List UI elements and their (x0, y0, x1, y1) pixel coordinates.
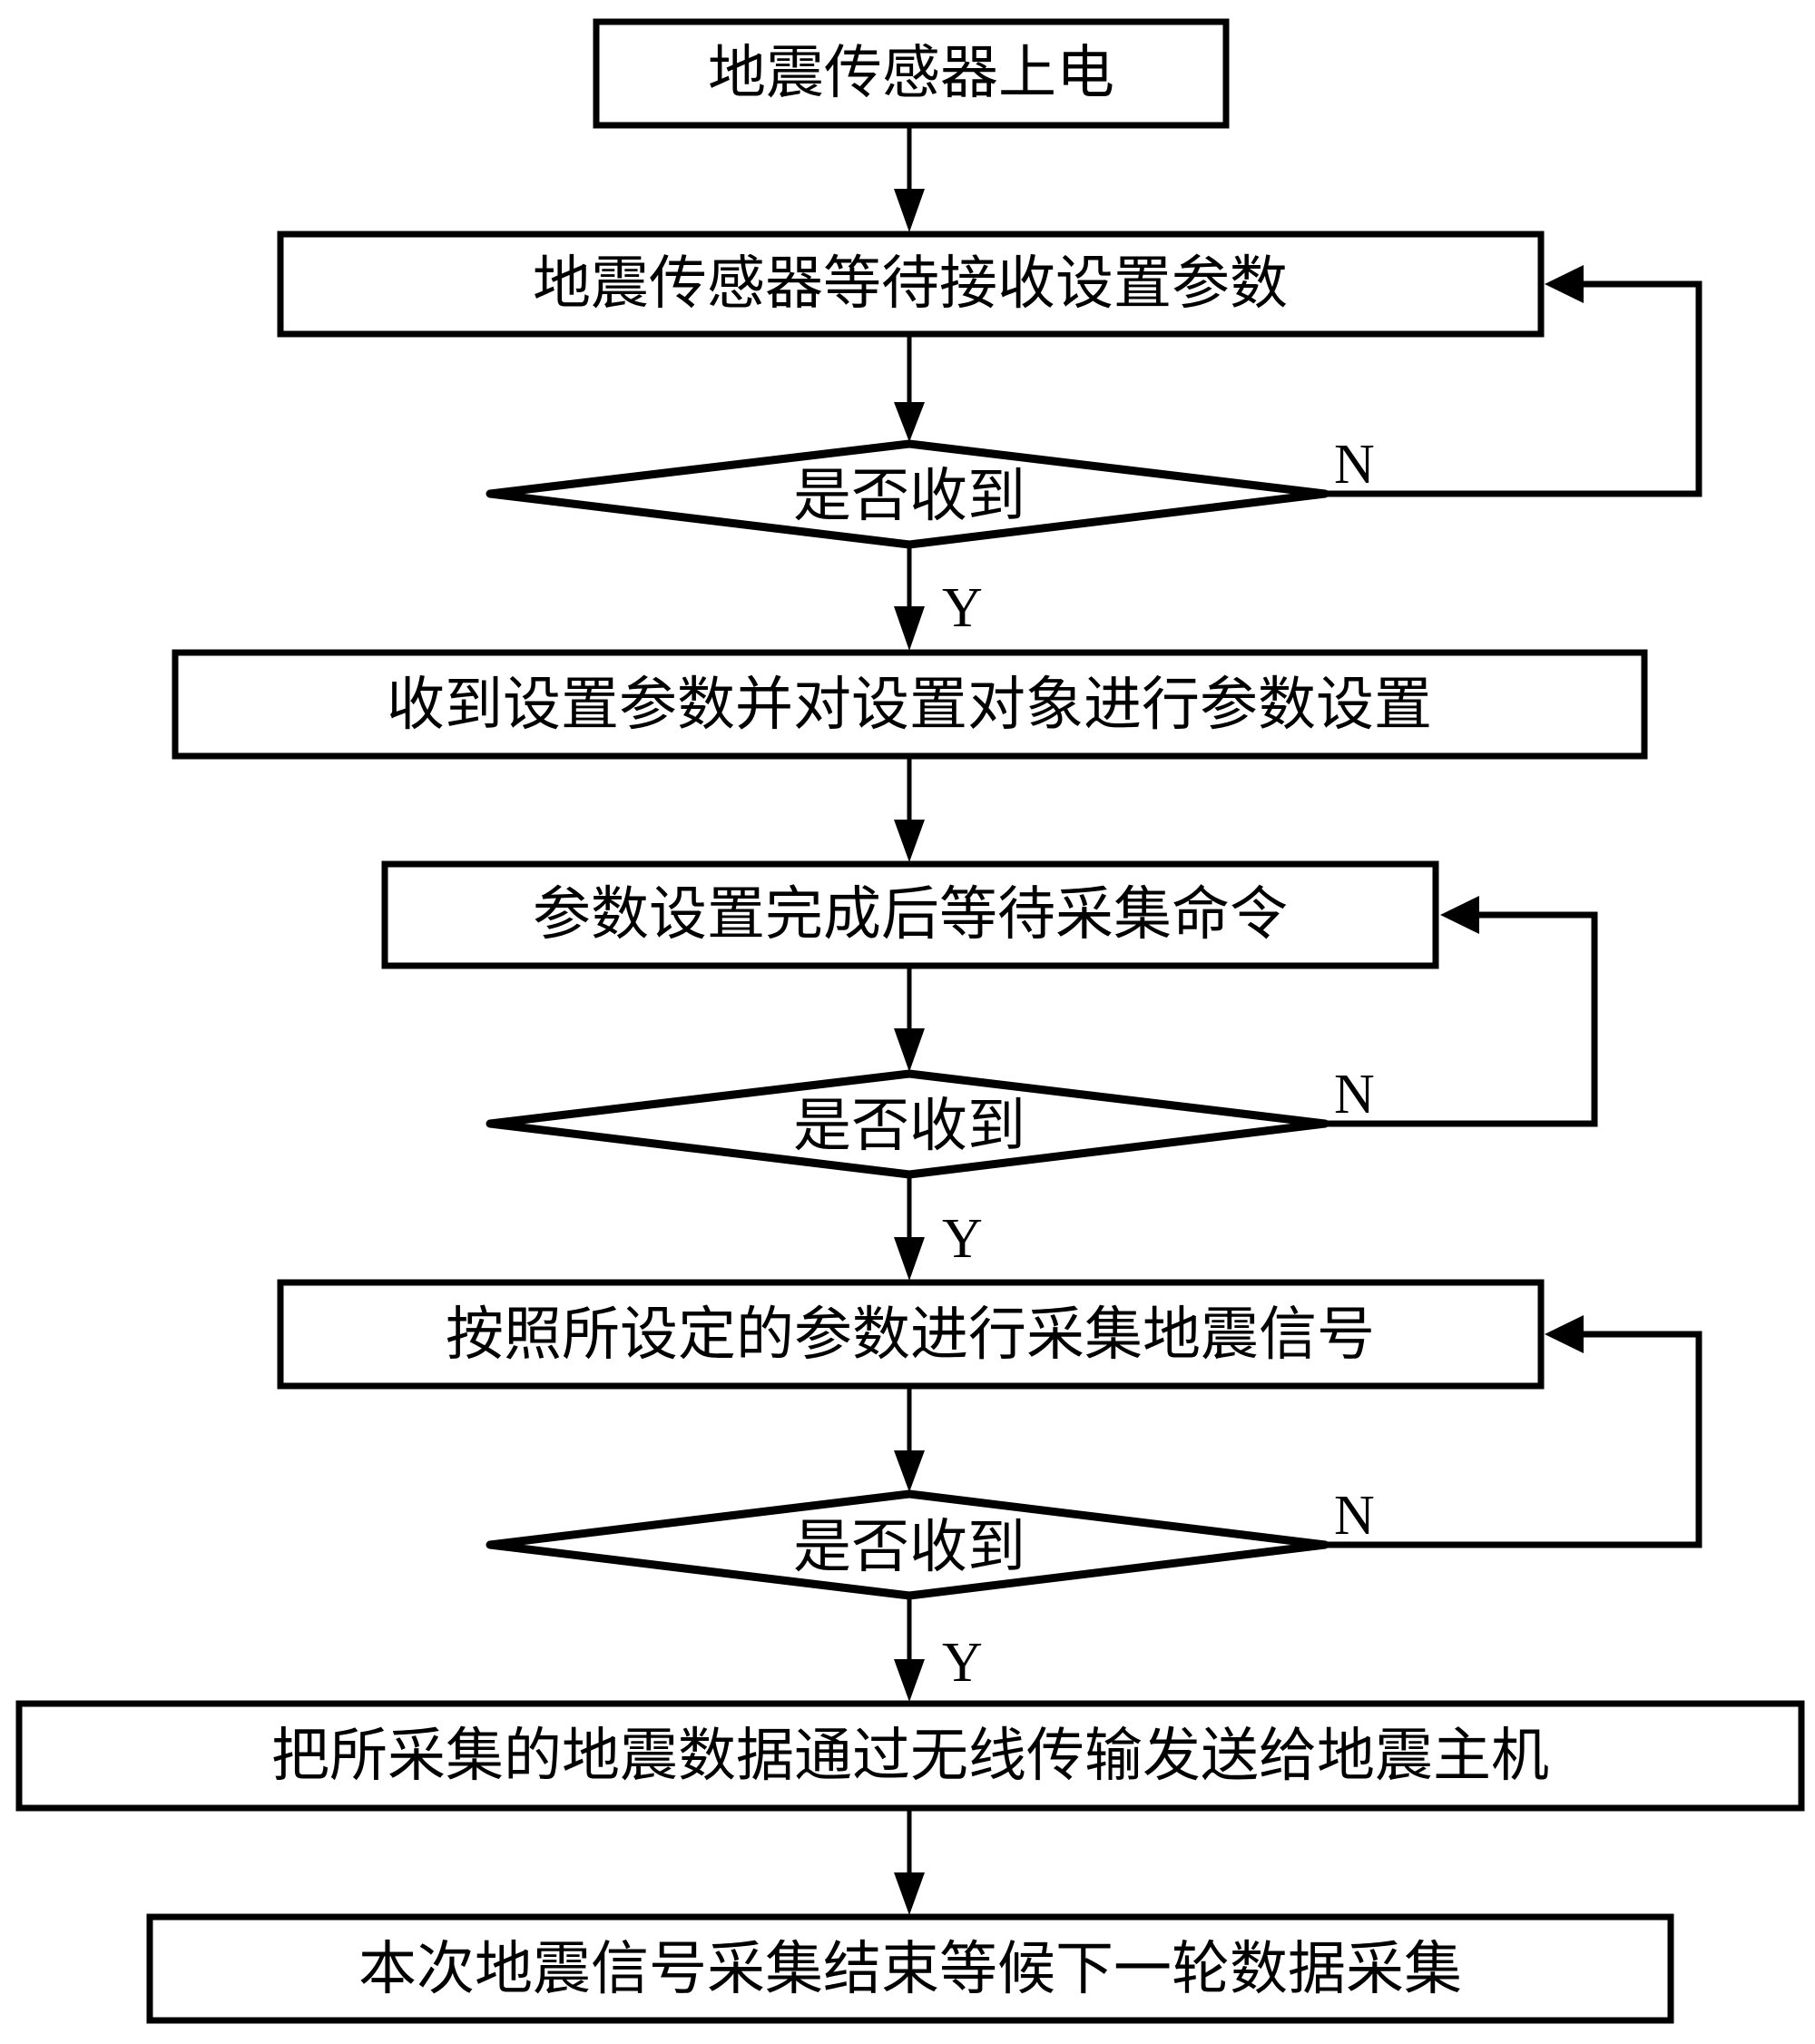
connector-decision2-no-loop (1327, 911, 1598, 1127)
step-label: 地震传感器等待接收设置参数 (533, 251, 1288, 318)
arrowhead-down-icon (894, 189, 925, 232)
yes-label: Y (942, 1208, 983, 1270)
yes-label: Y (942, 577, 983, 639)
arrowhead-left-icon (1440, 896, 1479, 934)
step-label: 收到设置参数并对设置对象进行参数设置 (387, 672, 1432, 739)
decision-label: 是否收到 (793, 1514, 1025, 1581)
arrowhead-down-icon (894, 606, 925, 651)
yes-label: Y (942, 1632, 983, 1694)
step-label: 本次地震信号采集结束等候下一轮数据采集 (358, 1936, 1462, 2003)
step-label: 按照所设定的参数进行采集地震信号 (446, 1302, 1375, 1369)
arrowhead-down-icon (894, 1450, 925, 1492)
arrowhead-down-icon (894, 1659, 925, 1702)
connector-decision3-no-loop (1327, 1331, 1702, 1548)
connectors (894, 127, 1702, 1915)
no-label: N (1334, 1485, 1375, 1547)
arrowhead-down-icon (894, 820, 925, 862)
decision-1: 是否收到 (486, 439, 1329, 549)
arrowhead-down-icon (894, 402, 925, 442)
arrowhead-left-icon (1545, 1315, 1584, 1353)
arrowhead-down-icon (894, 1028, 925, 1072)
decision-label: 是否收到 (793, 1093, 1025, 1160)
step-label: 参数设置完成后等待采集命令 (533, 881, 1288, 948)
arrowhead-down-icon (894, 1237, 925, 1281)
step-wait-command: 参数设置完成后等待采集命令 (381, 860, 1439, 969)
no-label: N (1334, 434, 1375, 496)
step-apply-params: 收到设置参数并对设置对象进行参数设置 (172, 649, 1648, 760)
connector-decision1-no-loop (1327, 280, 1702, 497)
decision-label: 是否收到 (793, 463, 1025, 530)
arrowhead-down-icon (894, 1872, 925, 1915)
step-label: 把所采集的地震数据通过无线传输发送给地震主机 (271, 1723, 1549, 1790)
step-wait-params: 地震传感器等待接收设置参数 (277, 231, 1545, 338)
step-power-on: 地震传感器上电 (593, 18, 1230, 129)
step-label: 地震传感器上电 (708, 40, 1114, 107)
step-transmit: 把所采集的地震数据通过无线传输发送给地震主机 (15, 1700, 1805, 1812)
step-finish: 本次地震信号采集结束等候下一轮数据采集 (146, 1913, 1674, 2024)
no-label: N (1334, 1064, 1375, 1125)
decision-3: 是否收到 (486, 1489, 1329, 1600)
decision-2: 是否收到 (486, 1069, 1329, 1179)
step-acquire: 按照所设定的参数进行采集地震信号 (277, 1279, 1545, 1390)
arrowhead-left-icon (1545, 265, 1584, 303)
